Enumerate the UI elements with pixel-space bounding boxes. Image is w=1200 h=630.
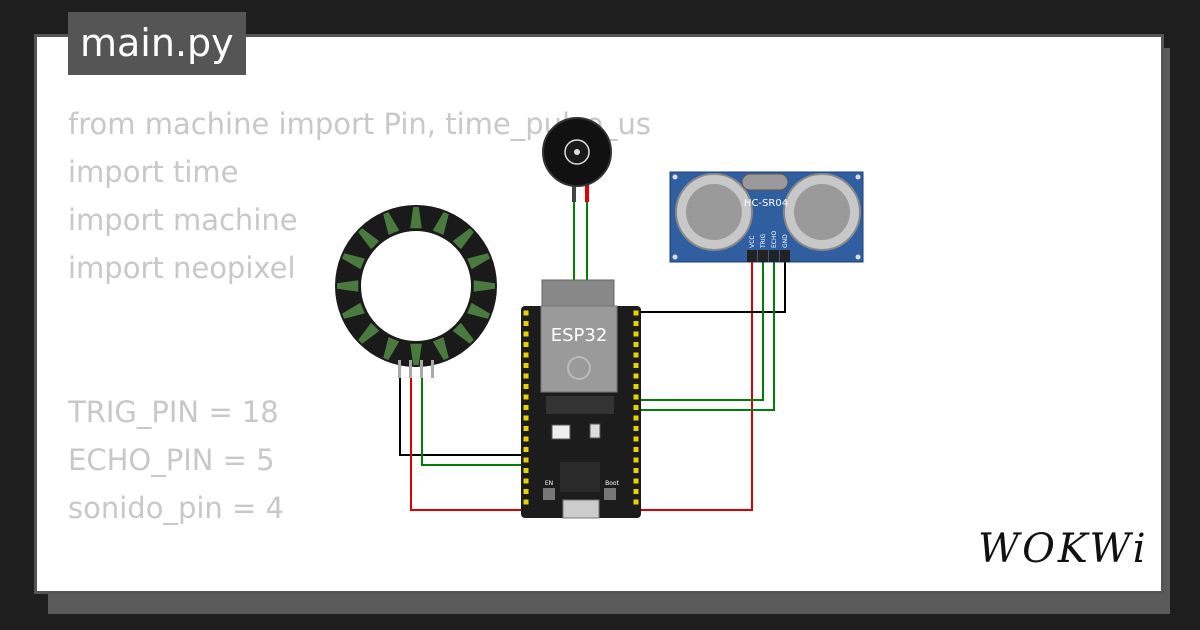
header-pin	[523, 426, 529, 431]
mcu-label: ESP32	[551, 325, 608, 346]
header-pin	[633, 457, 639, 463]
ring-led	[383, 337, 400, 360]
header-pin	[633, 426, 639, 431]
header-pin	[523, 405, 529, 410]
header-pin	[523, 415, 529, 421]
ring-led	[342, 302, 365, 319]
file-tab[interactable]: main.py	[68, 12, 246, 75]
ring-led	[410, 207, 422, 229]
header-pin	[523, 489, 529, 494]
ring-led	[432, 337, 449, 360]
header-pin	[633, 436, 639, 442]
ring-led	[467, 253, 490, 270]
esp32-board[interactable]: ESP32 EN Boot	[521, 279, 641, 519]
wire-sensor-gnd	[628, 262, 786, 313]
ring-led	[473, 280, 495, 292]
header-pin	[633, 373, 639, 379]
header-pin	[633, 363, 639, 368]
header-pin	[633, 352, 639, 358]
code-line: import neopixel	[68, 251, 296, 285]
header-pin	[633, 478, 639, 484]
header-pin	[633, 331, 639, 337]
header-pin	[633, 447, 639, 452]
header-pin	[523, 310, 529, 316]
ring-led	[342, 253, 365, 270]
boot-label: Boot	[605, 480, 619, 487]
code-line: TRIG_PIN = 18	[68, 395, 279, 429]
wire-sensor-trig	[628, 262, 764, 401]
en-label: EN	[545, 480, 553, 487]
header-pin	[523, 457, 529, 463]
header-pin	[523, 373, 529, 379]
wire-sensor-echo	[628, 262, 775, 411]
header-pin	[633, 489, 639, 494]
ring-led	[410, 343, 422, 365]
sensor-pin-gnd: GND	[782, 234, 789, 248]
header-pin	[523, 363, 529, 368]
header-pin	[523, 478, 529, 484]
ring-led	[383, 212, 400, 235]
code-line: ECHO_PIN = 5	[68, 443, 275, 477]
ring-led	[358, 228, 380, 250]
ring-led	[358, 322, 380, 344]
header-pin	[633, 384, 639, 389]
header-pin	[523, 331, 529, 337]
header-pin	[523, 352, 529, 358]
sensor-pin-trig: TRIG	[760, 233, 767, 249]
header-pin	[523, 342, 529, 347]
wokwi-logo: WOKWi	[978, 526, 1149, 572]
ring-led	[467, 302, 490, 319]
header-pin	[633, 394, 639, 400]
header-pin	[523, 468, 529, 473]
sensor-label: HC-SR04	[744, 198, 788, 209]
sensor-pin-echo: ECHO	[771, 231, 778, 248]
header-pin	[523, 384, 529, 389]
header-pin	[633, 499, 639, 505]
header-pin	[633, 310, 639, 316]
code-line: sonido_pin = 4	[68, 491, 284, 525]
header-pin	[633, 321, 639, 326]
code-snippet: from machine import Pin, time_pulse_us i…	[68, 100, 651, 532]
ring-led	[337, 280, 359, 292]
sensor-pin-vcc: VCC	[749, 236, 756, 248]
code-line: import machine	[68, 203, 298, 237]
code-line: import time	[68, 155, 239, 189]
header-pin	[523, 394, 529, 400]
header-pin	[633, 468, 639, 473]
wire-ring-gnd	[399, 376, 528, 456]
ring-led	[452, 228, 474, 250]
ring-led	[432, 212, 449, 235]
header-pin	[633, 415, 639, 421]
header-pin	[523, 447, 529, 452]
header-pin	[633, 342, 639, 347]
ring-led	[452, 322, 474, 344]
header-pin	[633, 405, 639, 410]
neopixel-ring[interactable]	[335, 205, 497, 378]
hc-sr04-sensor[interactable]: HC-SR04 VCC TRIG ECHO GND	[669, 171, 864, 263]
code-line: from machine import Pin, time_pulse_us	[68, 107, 652, 141]
header-pin	[523, 436, 529, 442]
buzzer[interactable]	[542, 117, 612, 202]
header-pin	[523, 321, 529, 326]
header-pin	[523, 499, 529, 505]
